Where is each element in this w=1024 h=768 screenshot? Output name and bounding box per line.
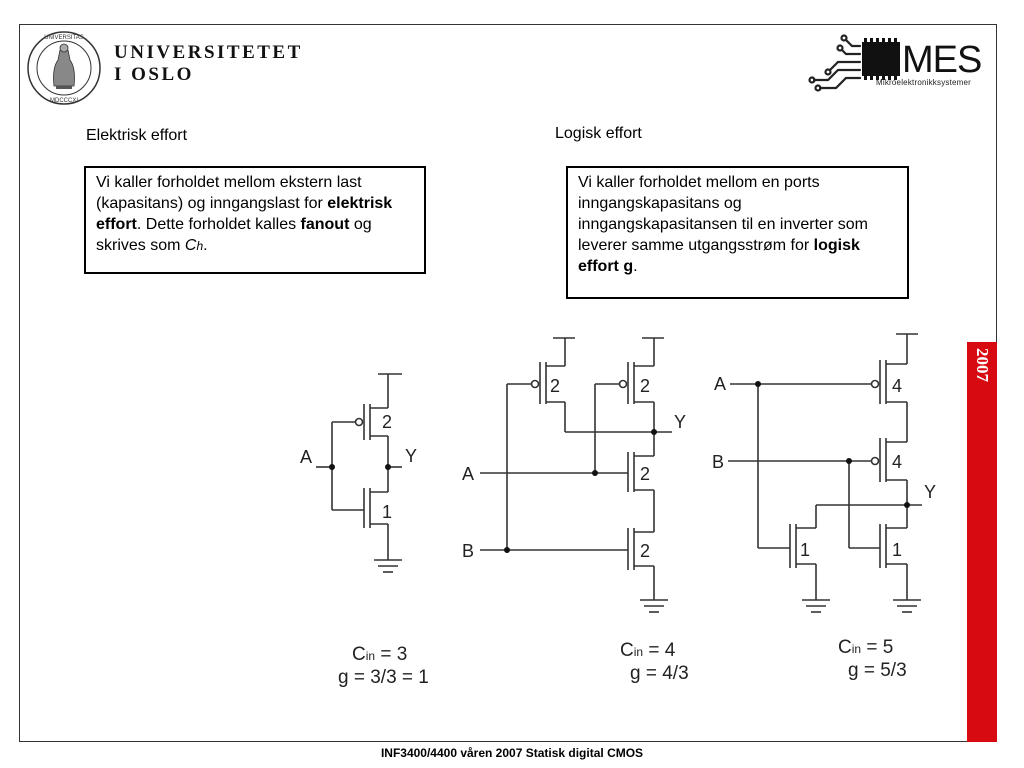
side-bar (967, 342, 997, 742)
symbol-sub: h (196, 239, 204, 253)
heading-logisk-effort: Logisk effort (555, 125, 642, 142)
symbol: C (184, 237, 197, 254)
text: . (633, 258, 638, 275)
nor-pmos-a-size: 4 (892, 376, 902, 396)
bold-term: logisk effort g (578, 237, 860, 275)
bold-term: elektrisk effort (96, 195, 393, 233)
nand-effort-result: Cin = 4 g = 4/3 (620, 640, 689, 684)
text: Vi kaller forholdet mellom ekstern last … (96, 174, 362, 212)
svg-text:UNIVERSITAS: UNIVERSITAS (44, 35, 84, 41)
inverter-effort-result: Cin = 3 g = 3/3 = 1 (338, 644, 429, 688)
nor-nmos-b-size: 1 (892, 540, 902, 560)
nand-pmos-a-size: 2 (550, 376, 560, 396)
nand-nmos-a-size: 2 (640, 464, 650, 484)
nor-effort-result: Cin = 5 g = 5/3 (838, 637, 907, 681)
nor-input-b-label: B (712, 452, 724, 472)
nand-output-label: Y (674, 412, 686, 432)
mes-logo-text: MES (902, 39, 981, 81)
inverter-circuit (316, 373, 402, 573)
inverter-cin: Cin = 3 (352, 644, 408, 665)
heading-elektrisk-effort: Elektrisk effort (86, 127, 188, 144)
inverter-input-label: A (300, 447, 312, 467)
text: Vi kaller forholdet mellom en ports inng… (578, 174, 868, 254)
text: . Dette forholdet kalles (136, 216, 301, 233)
nand-nmos-b-size: 2 (640, 541, 650, 561)
bold-term: fanout (300, 216, 350, 233)
university-name: UNIVERSITETET I OSLO (114, 42, 303, 86)
mes-logo: MES (808, 34, 982, 92)
inverter-output-label: Y (405, 446, 417, 466)
nor-circuit (728, 333, 922, 613)
text: . (203, 237, 208, 254)
footer-course-title: INF3400/4400 våren 2007 Statisk digital … (380, 746, 644, 760)
nor-pmos-b-size: 4 (892, 452, 902, 472)
nor-cin: Cin = 5 (838, 637, 894, 658)
nor-g: g = 5/3 (848, 660, 907, 681)
nand-input-b-label: B (462, 541, 474, 561)
nand-input-a-label: A (462, 464, 474, 484)
definition-box-elektrisk: Vi kaller forholdet mellom ekstern last … (84, 166, 426, 274)
inverter-nmos-size: 1 (382, 502, 392, 522)
university-line2: I OSLO (114, 64, 194, 85)
text: og skrives som (96, 216, 372, 254)
inverter-pmos-size: 2 (382, 412, 392, 432)
nand-g: g = 4/3 (630, 663, 689, 684)
uio-seal-logo: UNIVERSITAS MDCCCXI (27, 31, 101, 105)
nand-pmos-b-size: 2 (640, 376, 650, 396)
definition-box-logisk: Vi kaller forholdet mellom en ports inng… (566, 166, 909, 299)
nor-input-a-label: A (714, 374, 726, 394)
mes-subtitle: Mikroelektronikksystemer (876, 78, 972, 87)
nor-nmos-a-size: 1 (800, 540, 810, 560)
side-year: 2007 (973, 348, 992, 382)
nor-output-label: Y (924, 482, 936, 502)
nand-cin: Cin = 4 (620, 640, 676, 661)
inverter-g: g = 3/3 = 1 (338, 667, 429, 688)
svg-text:MDCCCXI: MDCCCXI (50, 98, 78, 104)
university-line1: UNIVERSITETET (114, 42, 303, 63)
